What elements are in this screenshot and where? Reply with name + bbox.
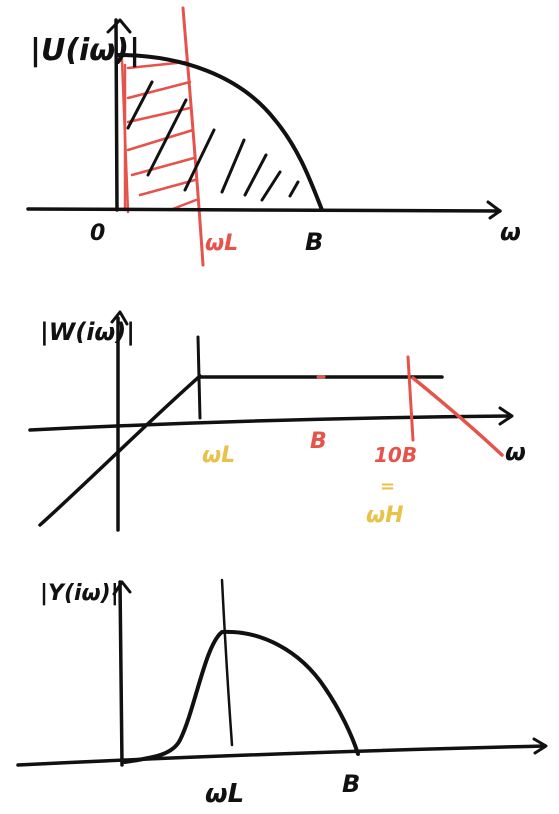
x-axis [26,207,502,213]
origin-label: 0 [90,221,105,246]
rolloff-slope [411,376,504,457]
y-axis [118,580,124,767]
output-curve [123,629,360,764]
cutoff-line [220,578,234,747]
x-axis [16,744,547,767]
x-axis-arrow [532,737,548,755]
y-axis [114,18,119,212]
cutoff-line-red [181,6,205,267]
y-axis-arrow [110,310,129,326]
xlabel-omega: ω [500,218,521,246]
ylabel-w: |W(iω)| [40,318,135,346]
ylabel-y: |Y(iω)| [40,581,119,606]
low-frequency-hatching [120,58,198,214]
spectrum-curve [116,53,324,212]
xlabel-omega: ω [505,438,526,466]
high-cutoff-label: ωH [366,503,404,528]
band-label: B [305,228,323,256]
signal-hatching [126,80,300,202]
panel-input-spectrum: |U(iω)| 0 ωL B ω [26,6,521,267]
panel-filter-response: |W(iω)| ωL B 10B = ωH ω [28,310,526,532]
cutoff-label-yellow: ωL [202,443,235,468]
x-axis [28,414,512,432]
high-cutoff-line [406,355,415,442]
band-label: B [342,770,360,798]
ylabel-u: |U(iω)| [30,33,140,68]
ten-b-label: 10B [374,443,417,467]
x-axis-arrow [498,406,514,426]
equals-label: = [380,476,395,497]
cutoff-label-red: ωL [205,231,238,256]
band-label-red: B [310,429,327,454]
cutoff-label: ωL [205,779,244,809]
rising-slope [38,374,202,527]
panel-output-spectrum: |Y(iω)| ωL B [16,578,548,809]
y-axis-arrow [112,580,132,596]
x-axis-arrow [486,200,502,220]
y-axis-arrow [106,18,132,34]
